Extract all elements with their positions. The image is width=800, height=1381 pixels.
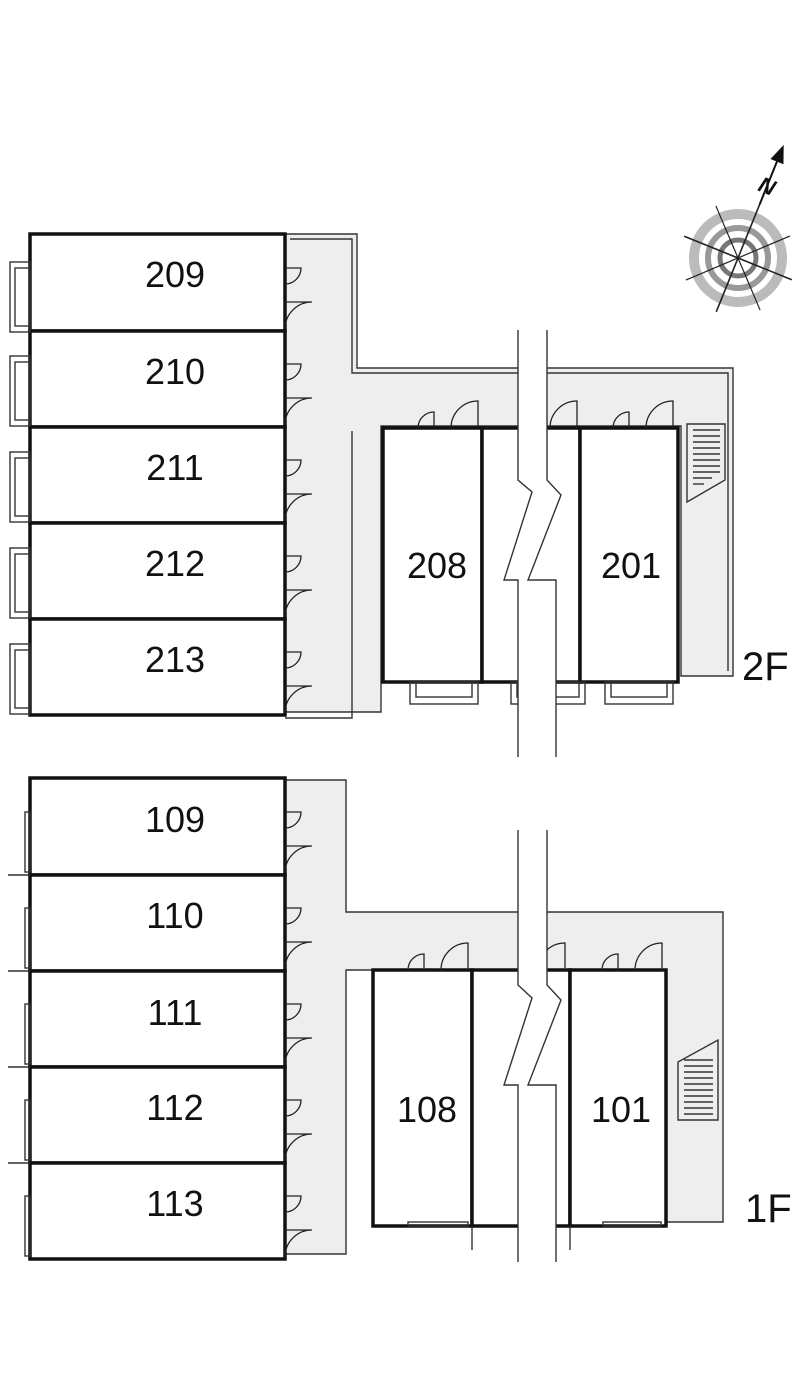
fence-1f-west (8, 811, 31, 1257)
doors-2f-west (284, 267, 313, 714)
unit-208 (381, 426, 484, 684)
floor-2f: 209 210 211 212 213 208 201 2F (9, 232, 789, 757)
compass-north-label: N (755, 172, 780, 202)
unit-210 (28, 329, 287, 429)
unit-label: 213 (145, 639, 205, 680)
unit-label: 109 (145, 799, 205, 840)
break-band-1f (503, 830, 562, 1262)
compass-rose-icon: N (683, 144, 793, 313)
balconies-2f-west (9, 261, 31, 715)
unit-109 (28, 776, 287, 877)
unit-label: 112 (146, 1087, 203, 1128)
unit-label: 201 (601, 545, 661, 586)
floor-1f: 109 110 111 112 113 108 101 1F (8, 776, 792, 1262)
unit-label: 113 (146, 1183, 203, 1224)
fence-1f-south (407, 1221, 662, 1250)
doors-1f-west (284, 811, 313, 1258)
floor-label: 2F (742, 645, 789, 689)
doors-2f-east (417, 400, 674, 429)
unit-label: 108 (397, 1089, 457, 1130)
unit-113 (28, 1161, 287, 1261)
stairs-2f (686, 423, 726, 504)
unit-112 (28, 1065, 287, 1165)
unit-label: 211 (146, 447, 203, 488)
unit-label: 111 (148, 992, 203, 1033)
break-band-2f (503, 330, 562, 757)
unit-111 (28, 969, 287, 1069)
unit-211 (28, 425, 287, 525)
corridor-2f (284, 233, 734, 713)
unit-label: 212 (145, 543, 205, 584)
unit-label: 209 (145, 254, 205, 295)
unit-label: 208 (407, 545, 467, 586)
unit-212 (28, 521, 287, 621)
unit-label: 210 (145, 351, 205, 392)
stairs-1f (677, 1038, 719, 1121)
unit-label: 101 (591, 1089, 651, 1130)
unit-label: 110 (146, 895, 203, 936)
floor-label: 1F (745, 1187, 792, 1231)
